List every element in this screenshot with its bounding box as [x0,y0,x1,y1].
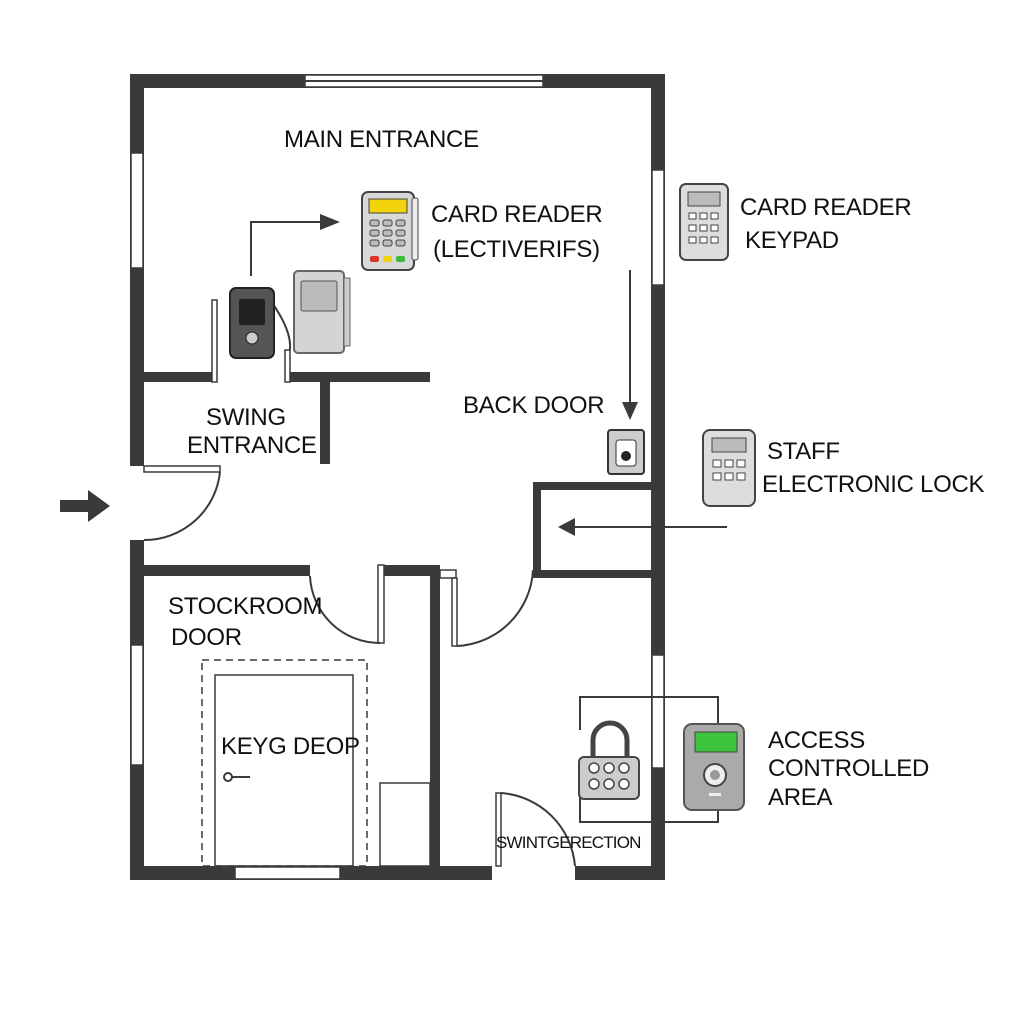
keypad-icon [679,183,729,261]
card-reader-keypad-label-2: KEYPAD [745,227,839,254]
stockroom-label-1: STOCKROOM [168,593,323,620]
outer-walls [130,74,665,880]
card-reader-sub-label: (LECTIVERIFS) [433,236,600,263]
connector-arrows [60,214,727,823]
main-entrance-label: MAIN ENTRANCE [284,126,479,153]
swing-direction-label: SWINTGERECTION [496,833,641,852]
padlock-keypad-icon [578,720,640,800]
swing-entrance-label-1: SWING [206,404,286,431]
back-door-label: BACK DOOR [463,392,605,419]
staff-keypad-icon [702,429,756,507]
staff-lock-label-2: ELECTRONIC LOCK [762,471,985,498]
access-label-1: ACCESS [768,727,865,754]
card-reader-label: CARD READER [431,201,603,228]
id-reader-icon [229,287,275,359]
access-reader-icon [683,723,745,811]
staff-lock-label-1: STAFF [767,438,840,465]
keyg-deop-label: KEYG DEOP [221,733,360,760]
entry-arrow-icon [60,490,110,522]
stockroom-label-2: DOOR [171,624,242,651]
access-label-2: CONTROLLED [768,755,930,782]
access-label-3: AREA [768,784,833,811]
interior-walls [143,299,651,867]
fingerprint-lock-icon [607,429,645,475]
card-reader-keypad-label-1: CARD READER [740,194,912,221]
card-reader-icon [361,191,419,271]
access-panel-icon [293,270,351,354]
door-handle-icon [223,772,250,782]
swing-entrance-label-2: ENTRANCE [187,432,317,459]
